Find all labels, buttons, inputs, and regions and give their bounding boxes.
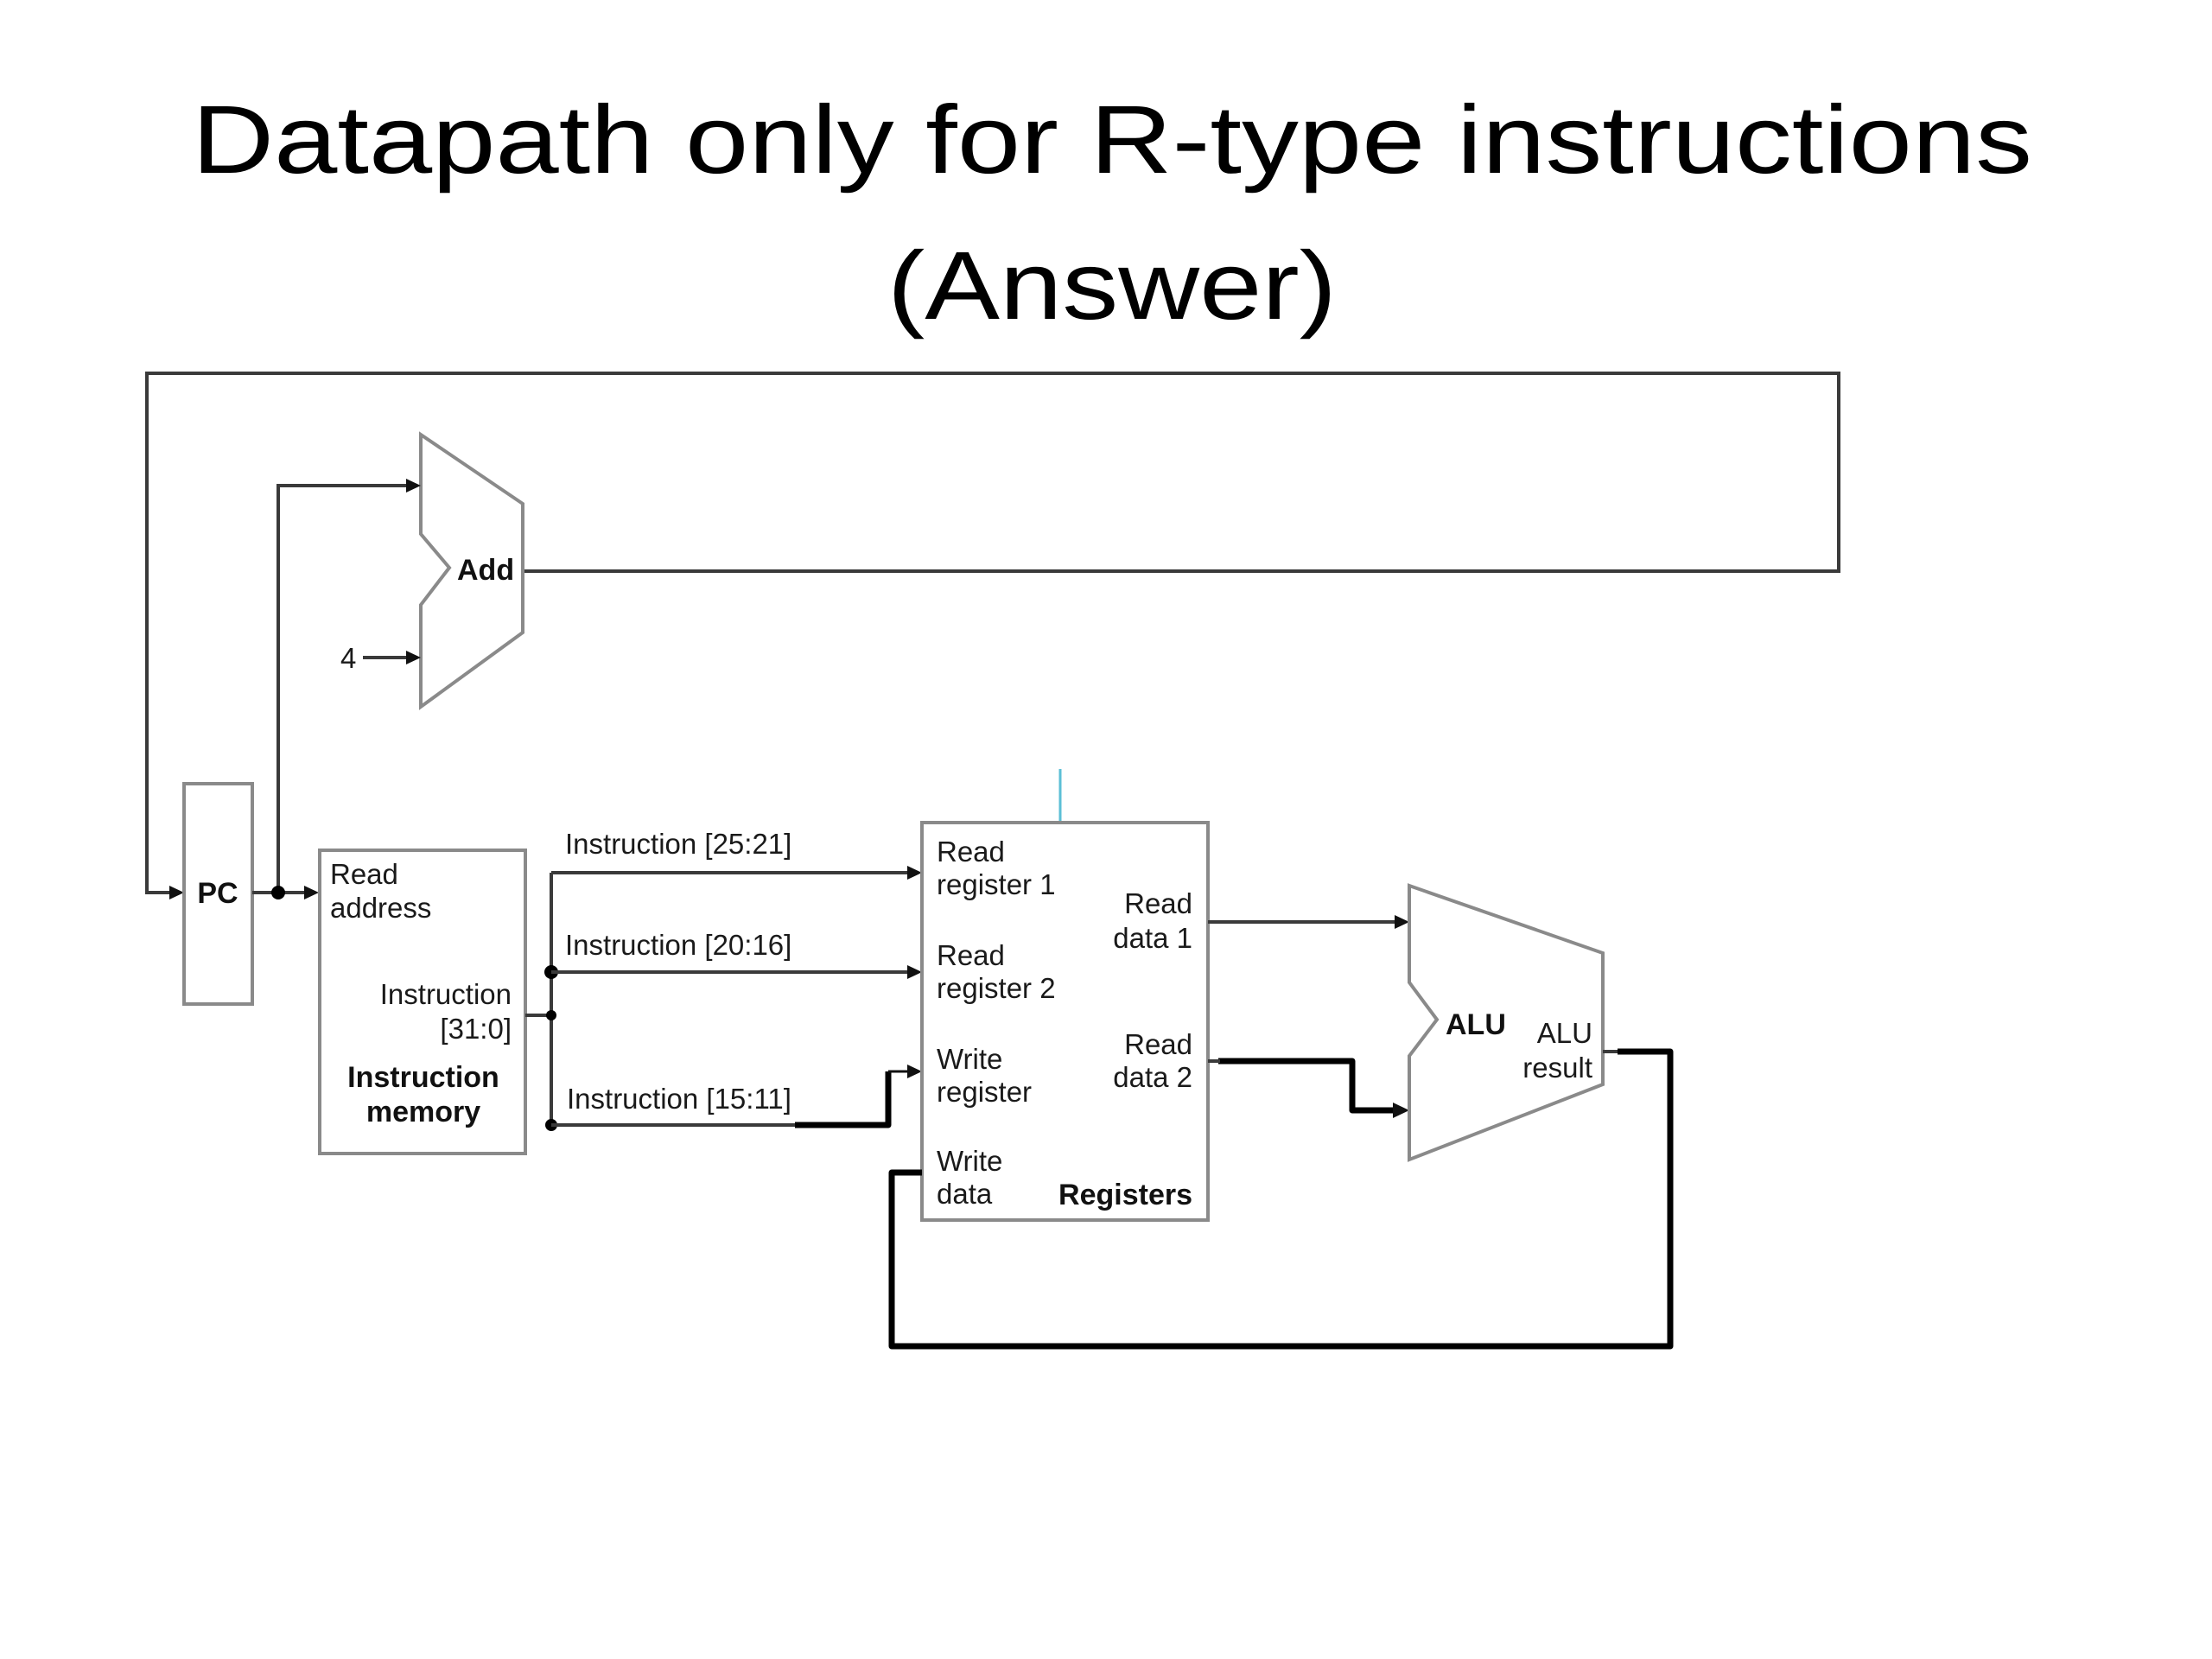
registers-name-label: Registers	[1058, 1179, 1192, 1211]
pc-update-wire	[145, 372, 1840, 894]
rd-highlight-wire	[795, 1071, 892, 1128]
adder-unit	[419, 431, 524, 710]
slide-title-line2: (Answer)	[887, 232, 1337, 340]
alu-input-b-arrowhead	[1393, 1103, 1409, 1118]
read-data-2-label-2: data 2	[1113, 1061, 1192, 1093]
write-data-label-2: data	[937, 1178, 993, 1210]
pc-junction-dot	[271, 886, 285, 899]
read-address-arrowhead	[304, 886, 319, 899]
instruction-memory-name-2: memory	[366, 1096, 480, 1128]
read-register-1-label-2: register 1	[937, 868, 1056, 900]
read-register-2-arrowhead	[907, 965, 922, 979]
instruction-field-rt-label: Instruction [20:16]	[565, 929, 791, 961]
alu-unit	[1408, 883, 1605, 1162]
alu-result-label-1: ALU	[1537, 1017, 1592, 1049]
read-register-1-arrowhead	[907, 866, 922, 880]
read-data-2-label-1: Read	[1124, 1028, 1192, 1060]
instruction-out-label-1: Instruction	[380, 978, 512, 1010]
pc-register	[182, 782, 254, 1006]
read-register-2-label-1: Read	[937, 939, 1005, 971]
write-register-label-2: register	[937, 1076, 1032, 1108]
instruction-out-label-2: [31:0]	[440, 1013, 512, 1045]
adder-input2-arrowhead	[406, 651, 421, 664]
read-data-1-label-2: data 1	[1113, 922, 1192, 954]
read-data-1-label-1: Read	[1124, 887, 1192, 919]
read-register-1-label-1: Read	[937, 836, 1005, 868]
alu-result-feedback-wire	[888, 1048, 1674, 1350]
alu-result-label-2: result	[1522, 1052, 1592, 1084]
read-data-2-wire	[1218, 1058, 1395, 1114]
adder-constant-label: 4	[340, 642, 356, 674]
bus-junction-dot-2	[546, 1010, 556, 1020]
write-data-label-1: Write	[937, 1145, 1002, 1177]
register-file	[920, 821, 1210, 1222]
read-address-label-2: address	[330, 892, 431, 924]
write-register-label-1: Write	[937, 1043, 1002, 1075]
alu-input-a-arrowhead	[1395, 915, 1409, 929]
instruction-memory	[318, 849, 527, 1155]
instruction-memory-name-1: Instruction	[347, 1061, 499, 1094]
write-register-arrowhead	[907, 1065, 922, 1078]
read-address-label-1: Read	[330, 858, 398, 890]
instruction-field-rd-label: Instruction [15:11]	[567, 1083, 791, 1115]
alu-label: ALU	[1446, 1008, 1506, 1041]
slide-title-line1: Datapath only for R-type instructions	[192, 86, 2032, 194]
pc-input-arrowhead	[169, 886, 184, 899]
instruction-field-rs-label: Instruction [25:21]	[565, 828, 791, 860]
pc-label: PC	[197, 877, 238, 910]
adder-input1-arrowhead	[406, 479, 421, 493]
adder-label: Add	[457, 554, 514, 587]
read-register-2-label-2: register 2	[937, 972, 1056, 1004]
pc-to-adder-wire	[276, 484, 410, 893]
